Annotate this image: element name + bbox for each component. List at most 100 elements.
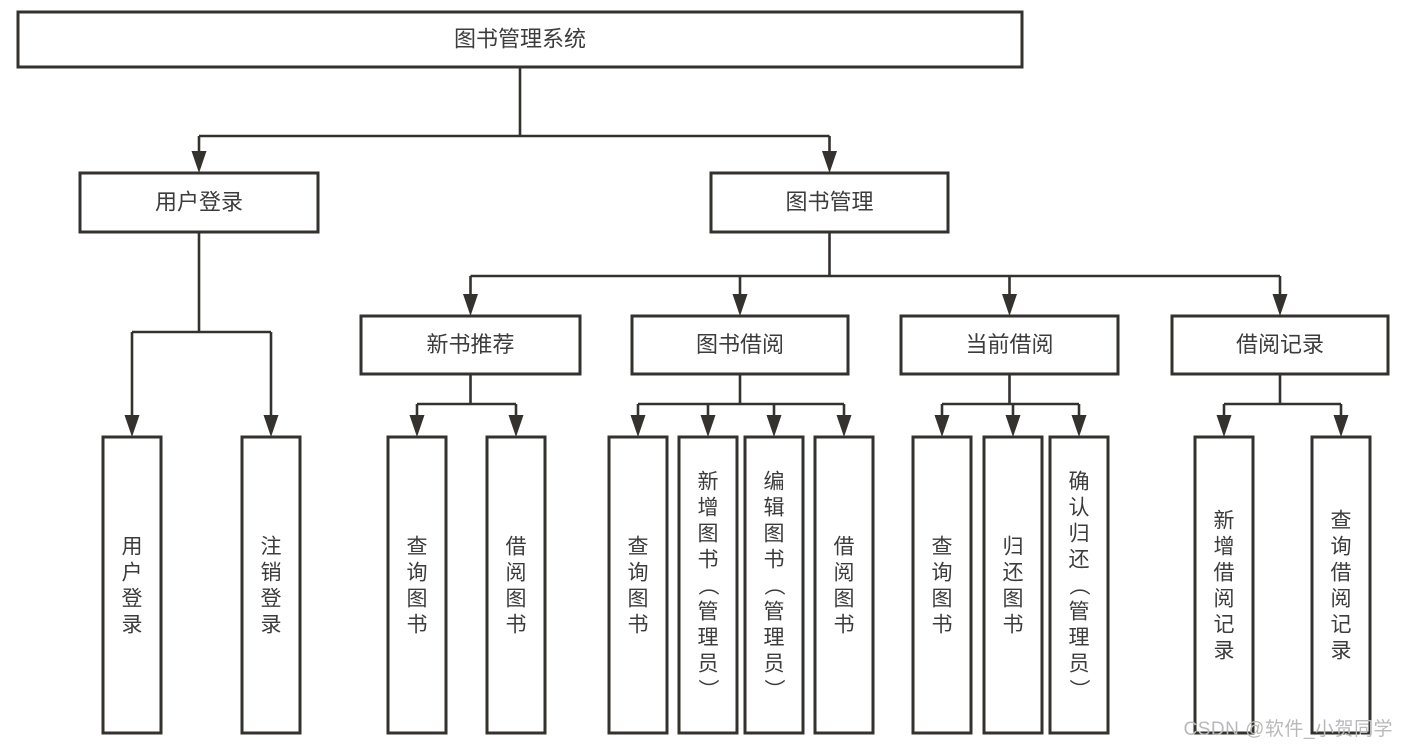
node-label-char: 书 [628,613,649,636]
node-bookmgmt[interactable]: 图书管理 [709,171,950,234]
node-label-char: 管 [698,600,719,623]
node-label-char: ） [762,679,785,700]
node-box-root[interactable] [16,10,1024,69]
node-label-char: 登 [122,587,143,610]
node-label-char: 书 [834,613,855,636]
node-label-char: 增 [698,496,719,519]
node-label-char: 录 [261,613,282,636]
node-label-char: 还 [1003,561,1024,584]
node-label-char: 辑 [764,496,785,519]
node-label-borrow: 图书借阅 [696,332,784,357]
node-root[interactable]: 图书管理系统 [16,10,1024,69]
node-newbook[interactable]: 新书推荐 [359,314,582,376]
edge-group-newbook [409,374,524,437]
node-box-leaf-query-record[interactable] [1310,435,1372,735]
node-label-char: 阅 [834,561,855,584]
node-label-root: 图书管理系统 [454,26,586,51]
node-label-char: 查 [628,535,649,558]
node-leaf-user-login[interactable]: 用户登录 [101,435,163,735]
node-box-leaf-add-record[interactable] [1193,435,1255,735]
node-current[interactable]: 当前借阅 [899,314,1120,376]
edge-group-borrow [630,374,852,437]
node-box-newbook[interactable] [359,314,582,376]
node-box-borrow[interactable] [630,314,850,376]
node-label-char: 理 [698,626,719,649]
node-label-char: 阅 [1214,587,1235,610]
node-label-char: 理 [1069,626,1090,649]
node-label-char: 用 [122,535,143,558]
node-label-char: 阅 [1331,587,1352,610]
node-box-login[interactable] [78,171,320,234]
node-label-char: 注 [261,535,282,558]
node-borrow[interactable]: 图书借阅 [630,314,850,376]
node-label-char: 图 [932,587,953,610]
node-box-bookmgmt[interactable] [709,171,950,234]
node-box-leaf-query-book-1[interactable] [386,435,448,735]
node-label-char: 员 [1069,652,1090,675]
node-label-char: 阅 [506,561,527,584]
node-box-records[interactable] [1170,314,1390,376]
node-label-char: 图 [1003,587,1024,610]
edge-group-current [934,374,1087,437]
node-label-char: 查 [407,535,428,558]
node-label-char: 新 [698,470,719,493]
node-box-leaf-borrow-book-2[interactable] [813,435,875,735]
node-label-char: （ [1067,575,1090,596]
node-label-char: 新 [1214,509,1235,532]
node-label-char: 员 [764,652,785,675]
node-label-char: 理 [764,626,785,649]
node-box-leaf-add-book[interactable] [677,435,739,735]
node-label-char: 管 [1069,600,1090,623]
node-label-char: 书 [1003,613,1024,636]
watermark-label: CSDN @软件_小贺同学 [1183,719,1393,740]
node-box-leaf-user-logout[interactable] [240,435,302,735]
node-box-leaf-user-login[interactable] [101,435,163,735]
node-login[interactable]: 用户登录 [78,171,320,234]
node-records[interactable]: 借阅记录 [1170,314,1390,376]
node-label-char: 还 [1069,548,1090,571]
node-label-char: 图 [628,587,649,610]
node-label-char: 销 [261,561,282,584]
node-label-char: 查 [1331,509,1352,532]
node-label-char: 图 [834,587,855,610]
node-label-login: 用户登录 [155,189,243,214]
node-label-char: 借 [1214,561,1235,584]
node-box-leaf-confirm-return[interactable] [1048,435,1110,735]
edge-group-bookmgmt [463,232,1288,316]
node-label-char: 图 [698,522,719,545]
node-label-char: 图 [506,587,527,610]
node-label-char: 图 [407,587,428,610]
node-label-char: 记 [1331,613,1352,636]
node-label-char: 书 [764,548,785,571]
node-label-char: 图 [764,522,785,545]
edges-layer [124,67,1349,437]
node-box-current[interactable] [899,314,1120,376]
node-box-leaf-edit-book[interactable] [743,435,805,735]
nodes-layer: 图书管理系统用户登录图书管理新书推荐图书借阅当前借阅借阅记录用户登录注销登录查询… [16,10,1390,735]
edge-group-records [1216,374,1349,437]
node-box-leaf-borrow-book-1[interactable] [485,435,547,735]
node-label-char: 登 [261,587,282,610]
node-box-leaf-query-book-3[interactable] [911,435,973,735]
node-box-leaf-query-book-2[interactable] [607,435,669,735]
node-label-char: （ [762,575,785,596]
node-box-leaf-return-book[interactable] [982,435,1044,735]
node-label-char: 记 [1214,613,1235,636]
node-label-char: 员 [698,652,719,675]
node-label-char: 询 [407,561,428,584]
node-label-char: 归 [1069,522,1090,545]
